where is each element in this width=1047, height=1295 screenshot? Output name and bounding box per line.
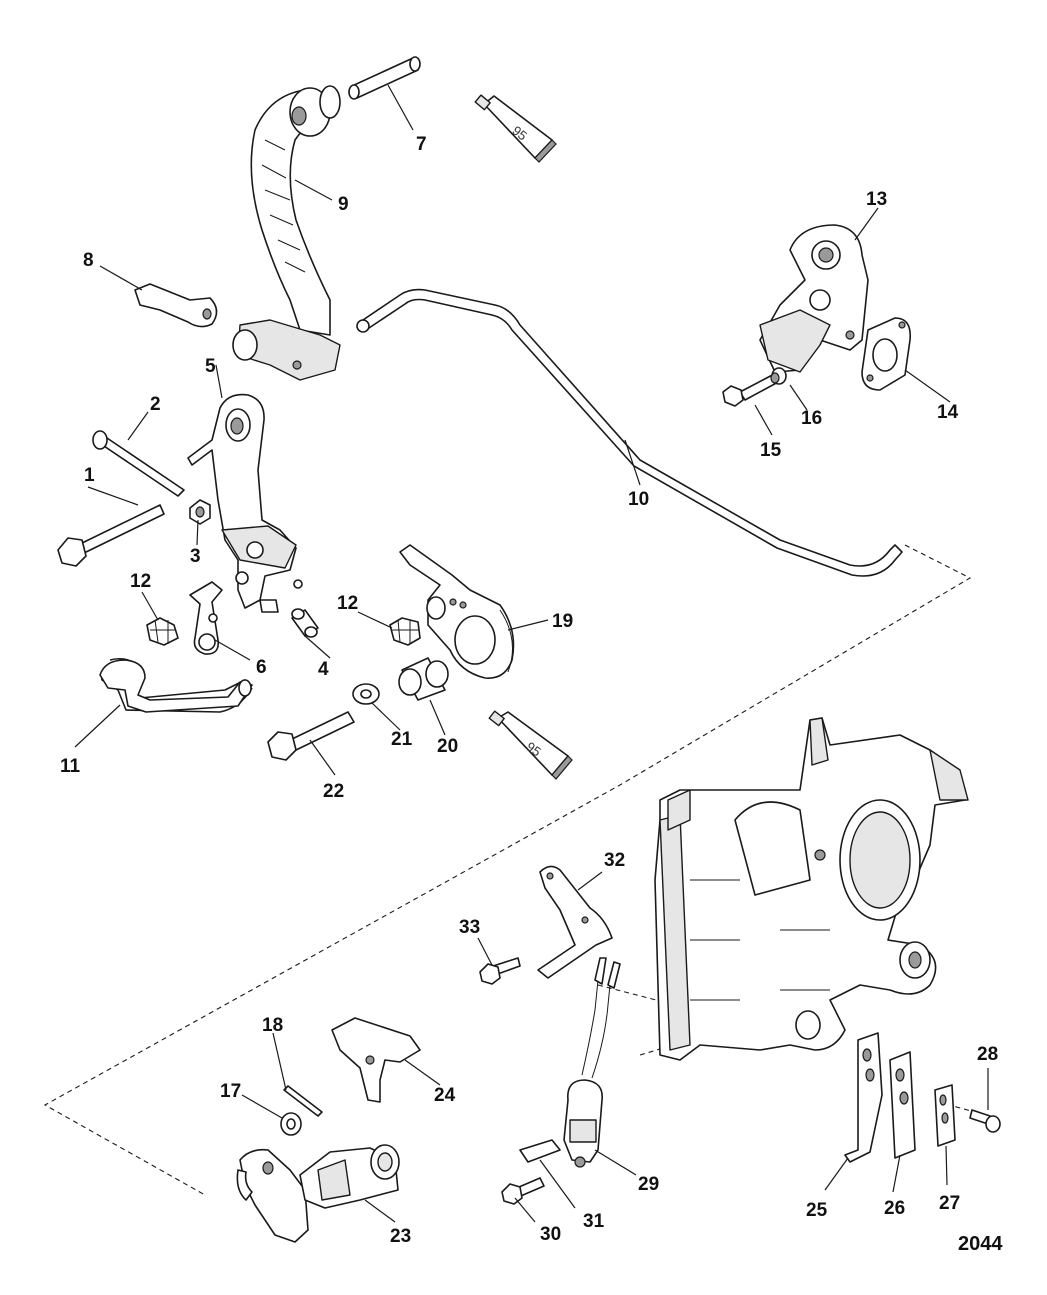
retainer-clip-icon [146,617,421,646]
callout-4: 4 [318,659,329,680]
callout-15: 15 [760,440,782,461]
clip-icon [331,1017,421,1103]
callout-14: 14 [937,402,959,423]
small-lever-icon [189,581,223,655]
callout-21: 21 [391,729,413,750]
callout-8: 8 [83,250,94,271]
long-bolt-icon [57,430,211,567]
bracket-plate-icon [479,865,613,985]
bushing-icon [291,608,319,638]
callout-20: 20 [437,736,458,757]
callout-13: 13 [866,189,887,210]
leader-lines [74,84,989,1223]
shim-icon [844,1032,1001,1163]
callout-2: 2 [150,394,161,415]
switch-icon [501,957,621,1205]
callout-5: 5 [205,356,216,377]
callout-12b: 12 [337,593,358,614]
clip-icon [134,283,218,328]
gasket-icon [861,317,912,391]
callout-31: 31 [583,1211,605,1232]
link-rod-icon [356,288,903,577]
callout-27: 27 [939,1193,960,1214]
flange-bolt-icon [267,711,355,761]
figure-number: 2044 [958,1233,1003,1255]
callout-10: 10 [628,489,649,510]
callout-6: 6 [256,657,267,678]
callout-18: 18 [262,1015,283,1036]
hose-icon [99,657,253,713]
callout-28: 28 [977,1044,998,1065]
callout-11: 11 [60,756,81,777]
washer-icon [280,1085,323,1136]
callout-16: 16 [801,408,822,429]
callout-9: 9 [338,194,349,215]
callout-12a: 12 [130,571,151,592]
callout-22: 22 [323,781,344,802]
bolt-icon [722,367,787,407]
callout-7: 7 [416,134,427,155]
callout-23: 23 [390,1226,411,1247]
callout-24: 24 [434,1085,456,1106]
callout-3: 3 [190,546,201,567]
intake-housing-icon [654,717,969,1061]
pin-icon [348,56,421,100]
sleeve-icon [352,657,449,705]
sealant-tube-icon [488,710,573,780]
callout-1: 1 [84,465,95,486]
sensor-icon [236,1144,400,1243]
assembly-boundary [43,544,972,1196]
callout-33: 33 [459,917,480,938]
callout-19: 19 [552,611,573,632]
callout-25: 25 [806,1200,828,1221]
callout-29: 29 [638,1174,659,1195]
callout-30: 30 [540,1224,561,1245]
bracket-icon [759,224,869,373]
throttle-arm-icon [187,393,303,613]
tube-label-bottom: 95 [523,739,544,760]
callout-17: 17 [220,1081,241,1102]
sealant-tube-icon [474,94,557,163]
callout-32: 32 [604,850,625,871]
callout-26: 26 [884,1198,905,1219]
lever-arm-icon [232,85,341,381]
cam-plate-icon [399,544,515,679]
